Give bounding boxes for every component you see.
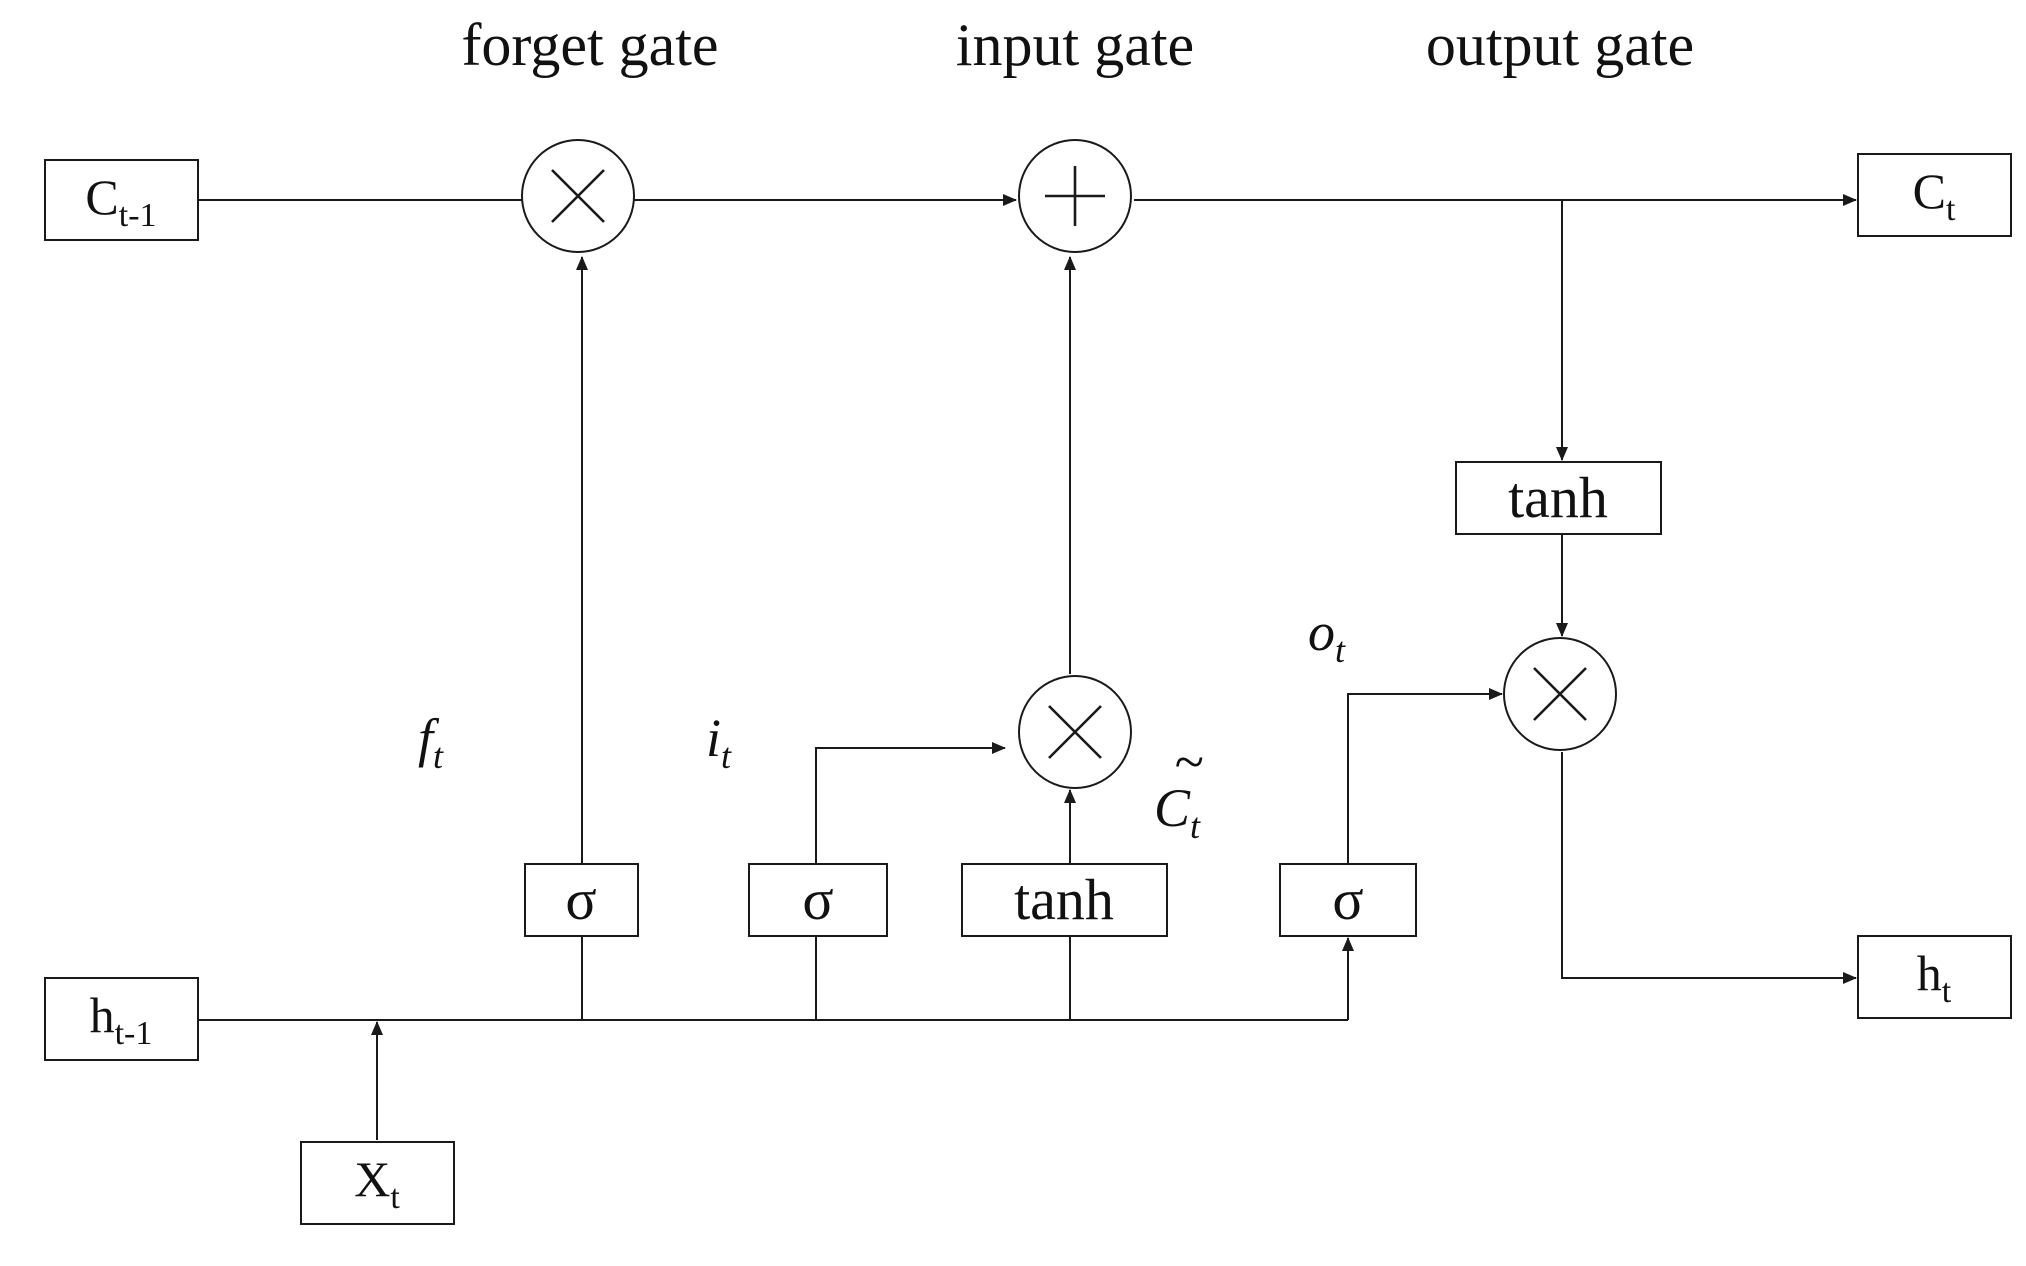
svg-text:Xt: Xt <box>354 1151 400 1216</box>
h-next-subscript: t <box>1942 973 1952 1010</box>
output-signal-label: ot <box>1308 602 1346 670</box>
svg-text:Ct-1: Ct-1 <box>85 169 156 234</box>
multiply-icon <box>551 169 605 223</box>
multiply-icon <box>1533 667 1587 721</box>
sigma-input-to-mult-arrow <box>815 742 1006 864</box>
output-signal-main: o <box>1308 602 1335 662</box>
forget-signal-label: ft <box>418 708 444 776</box>
sigma-output-label: σ <box>1332 867 1363 932</box>
x-in-label: X <box>354 1151 390 1207</box>
tanh-cell-label: tanh <box>1508 465 1608 530</box>
svg-text:Ct: Ct <box>1913 163 1956 228</box>
svg-text:Ct: Ct <box>1154 778 1201 846</box>
box-tanh-cell: tanh <box>1455 461 1662 535</box>
forget-multiply-operator <box>521 139 635 253</box>
tanh-candidate-label: tanh <box>1014 867 1114 932</box>
input-signal-subscript: t <box>721 736 732 776</box>
h-next-label: h <box>1917 945 1942 1001</box>
candidate-signal-label: ~ Ct <box>1154 732 1203 846</box>
box-x-in: Xt <box>300 1141 455 1225</box>
x-in-subscript: t <box>390 1179 400 1216</box>
c-next-label: C <box>1913 163 1946 219</box>
box-tanh-candidate: tanh <box>961 863 1168 937</box>
candidate-tilde: ~ <box>1174 732 1203 792</box>
output-gate-heading: output gate <box>1426 12 1694 78</box>
sigma-input-label: σ <box>802 867 833 932</box>
c-prev-subscript: t-1 <box>119 197 157 234</box>
box-c-next: Ct <box>1857 153 2012 237</box>
box-c-prev: Ct-1 <box>44 159 199 241</box>
forget-signal-subscript: t <box>433 736 444 776</box>
output-multiply-operator <box>1503 637 1617 751</box>
multiply-icon <box>1048 705 1102 759</box>
box-sigma-input: σ <box>748 863 888 937</box>
h-prev-subscript: t-1 <box>115 1015 153 1052</box>
input-signal-label: it <box>706 708 732 776</box>
input-gate-heading: input gate <box>956 12 1194 78</box>
forget-gate-heading: forget gate <box>461 12 718 78</box>
connections <box>198 194 1857 1140</box>
input-multiply-operator <box>1018 675 1132 789</box>
output-signal-subscript: t <box>1335 630 1346 670</box>
sigma-output-to-mult-arrow <box>1347 688 1503 864</box>
box-h-next: ht <box>1857 935 2012 1019</box>
c-next-subscript: t <box>1946 191 1956 228</box>
output-mult-to-h-next-arrow <box>1561 752 1857 984</box>
candidate-signal-main: C <box>1154 778 1191 838</box>
svg-text:ht-1: ht-1 <box>90 987 153 1052</box>
box-sigma-forget: σ <box>524 863 639 937</box>
box-sigma-output: σ <box>1279 863 1417 937</box>
cell-add-operator <box>1018 139 1132 253</box>
c-prev-label: C <box>85 169 118 225</box>
input-signal-main: i <box>706 708 721 768</box>
plus-icon <box>1045 166 1105 226</box>
svg-text:ht: ht <box>1917 945 1952 1010</box>
sigma-forget-label: σ <box>565 867 596 932</box>
box-h-prev: ht-1 <box>44 977 199 1061</box>
candidate-signal-subscript: t <box>1190 806 1201 846</box>
h-prev-label: h <box>90 987 115 1043</box>
